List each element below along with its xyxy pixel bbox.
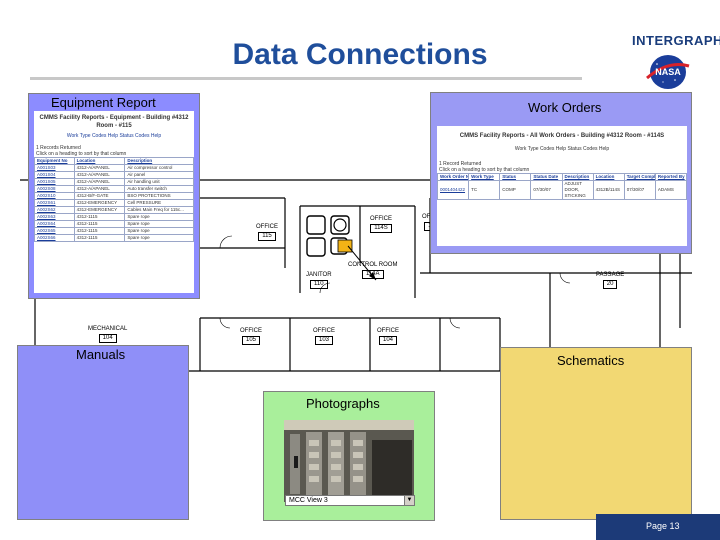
column-header[interactable]: Target Completion <box>623 173 656 181</box>
equipment-report-title: CMMS Facility Reports - Equipment - Buil… <box>39 115 189 129</box>
manuals-label: Manuals <box>76 347 126 362</box>
column-header[interactable]: Work Type <box>468 173 501 181</box>
manuals-panel[interactable]: Manuals <box>17 345 189 520</box>
equipment-report-label: Equipment Report <box>51 95 156 110</box>
column-header[interactable]: Location <box>592 173 625 181</box>
table-row[interactable]: 0001404422 TC COMP 07/30/07 ADJUST DOOR,… <box>437 180 687 200</box>
title-divider <box>30 77 582 80</box>
page-number: Page 13 <box>646 521 680 531</box>
chevron-down-icon[interactable]: ▼ <box>404 496 414 505</box>
schematics-label: Schematics <box>557 353 625 368</box>
intergraph-logo: INTERGRAPH <box>632 33 720 48</box>
work-orders-report-window[interactable]: CMMS Facility Reports - All Work Orders … <box>437 126 687 246</box>
work-orders-report-title: CMMS Facility Reports - All Work Orders … <box>459 133 665 139</box>
equipment-codes-help-link[interactable]: Work Type Codes Help Status Codes Help <box>66 133 162 139</box>
nasa-meatball-icon: NASA <box>646 55 690 89</box>
page-title: Data Connections <box>232 38 488 71</box>
column-header[interactable]: Status Date <box>530 173 563 181</box>
photo-view-value: MCC View 3 <box>289 497 328 504</box>
equipment-photo[interactable] <box>284 420 414 502</box>
work-orders-panel[interactable]: Work Orders CMMS Facility Reports - All … <box>430 92 692 254</box>
work-orders-label: Work Orders <box>528 100 602 115</box>
schematics-panel[interactable]: Schematics <box>500 347 692 520</box>
work-orders-codes-help-link[interactable]: Work Type Codes Help Status Codes Help <box>514 146 610 152</box>
column-header[interactable]: Status <box>499 173 532 181</box>
photo-view-select[interactable]: MCC View 3 ▼ <box>285 495 415 506</box>
footer-bar <box>596 514 720 540</box>
equipment-report-panel[interactable]: Equipment Report CMMS Facility Reports -… <box>28 93 200 299</box>
column-header[interactable]: Equipment No <box>34 157 75 165</box>
equipment-table: Equipment No Location Description A001S0… <box>34 157 194 242</box>
equipment-report-window[interactable]: CMMS Facility Reports - Equipment - Buil… <box>34 111 194 293</box>
column-header[interactable]: Location <box>73 157 126 165</box>
equipment-sort-hint: Click on a heading to sort by that colum… <box>36 151 127 157</box>
photographs-label: Photographs <box>306 396 380 411</box>
column-header[interactable]: Description <box>561 173 594 181</box>
work-orders-table: Work Order No Work Type Status Status Da… <box>437 173 687 200</box>
work-orders-records-count: 1 Record Returned <box>439 161 482 167</box>
column-header[interactable]: Work Order No <box>437 173 470 181</box>
photographs-panel[interactable]: Photographs MCC View 3 ▼ <box>263 391 435 521</box>
work-orders-sort-hint: Click on a heading to sort by that colum… <box>439 167 530 173</box>
equipment-records-count: 1 Records Returned <box>36 145 81 151</box>
svg-text:NASA: NASA <box>655 67 681 77</box>
column-header[interactable]: Reported By <box>654 173 687 181</box>
column-header[interactable]: Description <box>124 157 194 165</box>
